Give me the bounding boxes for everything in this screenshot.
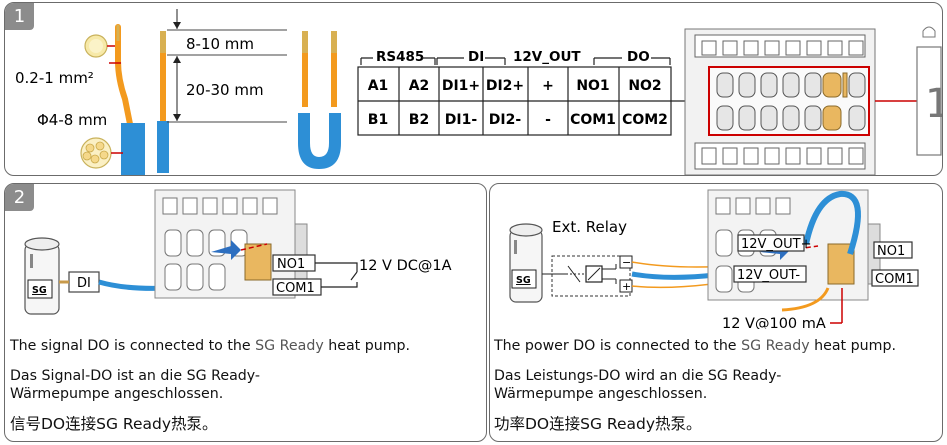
group-label-di: DI — [468, 49, 484, 65]
step-3-panel: SG Ext. Relay − + — [489, 183, 943, 442]
terminal-com1: COM1 — [570, 112, 616, 128]
terminal-no2: NO2 — [628, 78, 661, 94]
step-1-panel: 1 0.2-1 mm² Φ4-8 mm 8-10 mm 20 — [4, 2, 943, 176]
caption-en-highlight: SG Ready — [741, 338, 810, 354]
multi-core-cable-icon — [121, 123, 145, 175]
caption-en-suffix: heat pump. — [809, 338, 896, 354]
diameter-label: Φ4-8 mm — [37, 111, 107, 129]
heat-pump-icon — [24, 237, 60, 315]
com1-label: COM1 — [276, 281, 315, 296]
relay-minus-label: − — [622, 256, 631, 269]
caption-en-text: The power DO is connected to the — [494, 338, 742, 354]
caption-en-highlight: SG Ready — [255, 338, 324, 354]
step-2-panel: 2 SG DI — [4, 183, 487, 442]
single-wire-icon — [115, 24, 133, 127]
connector-side-view-icon — [916, 46, 942, 156]
terminal-di2-plus: DI2+ — [486, 78, 524, 94]
out-minus-label: 12V_OUT- — [737, 268, 800, 283]
step-2-number: 2 — [5, 184, 34, 211]
out-plus-label: 12V_OUT+ — [741, 237, 812, 252]
ext-relay-icon — [551, 255, 631, 297]
terminal-a2: A2 — [409, 78, 430, 94]
no1-terminal — [873, 241, 913, 259]
no1-label: NO1 — [277, 257, 305, 272]
caption-cn: 功率DO连接SG Ready热泵。 — [494, 415, 702, 433]
no1-label: NO1 — [877, 244, 905, 259]
terminal-connector-icon — [684, 28, 876, 175]
terminal-b2: B2 — [409, 112, 429, 128]
wiring-diagram-step-2: SG DI NO1 COM1 — [24, 189, 452, 315]
caption-de: Das Leistungs-DO wird an die SG Ready-Wä… — [494, 368, 782, 402]
heat-pump-icon — [509, 223, 543, 303]
loop-wire — [803, 190, 861, 255]
terminal-com2: COM2 — [622, 112, 668, 128]
wiring-diagram-step-1: 0.2-1 mm² Φ4-8 mm 8-10 mm 20-30 mm RS — [15, 9, 943, 175]
cross-section-label: 0.2-1 mm² — [15, 69, 94, 87]
caption-en-suffix: heat pump. — [323, 338, 411, 354]
caption-cn: 信号DO连接SG Ready热泵。 — [10, 415, 218, 433]
terminal-b1: B1 — [368, 112, 388, 128]
terminal-di1-minus: DI1- — [445, 112, 478, 128]
group-label-12v-out: 12V_OUT — [513, 49, 581, 65]
terminal-a1: A1 — [368, 78, 389, 94]
relay-label: Ext. Relay — [552, 218, 627, 236]
relay-plus-label: + — [622, 280, 631, 293]
terminal-plus: + — [542, 78, 554, 94]
caption-de: Das Signal-DO ist an die SG Ready-Wärmep… — [10, 368, 261, 402]
connector-block-icon — [154, 189, 308, 299]
caption-en: The power DO is connected to the SG Read… — [494, 337, 896, 355]
sg-label: SG — [32, 285, 47, 296]
com1-label: COM1 — [875, 272, 914, 287]
rating-label: 12 V DC@1A — [359, 258, 452, 274]
sg-label: SG — [516, 275, 531, 286]
terminal-di1-plus: DI1+ — [442, 78, 480, 94]
u-bent-wire-icon — [298, 113, 341, 169]
wiring-diagram-step-3: SG Ext. Relay − + — [509, 189, 919, 329]
rating-label: 12 V@100 mA — [722, 316, 826, 329]
terminal-minus: - — [545, 112, 551, 128]
side-view-label: 1 — [925, 81, 943, 127]
com1-terminal — [871, 269, 919, 287]
caption-en: The signal DO is connected to the SG Rea… — [10, 337, 410, 355]
out-minus-terminal — [733, 265, 807, 283]
di-label: DI — [77, 276, 91, 291]
group-label-do: DO — [627, 49, 650, 65]
strip-length-short-label: 8-10 mm — [186, 35, 254, 53]
group-label-rs485: RS485 — [376, 49, 424, 65]
out-plus-terminal — [737, 234, 805, 252]
strip-length-long-label: 20-30 mm — [186, 81, 264, 99]
caption-en-text: The signal DO is connected to the — [10, 338, 256, 354]
terminal-di2-minus: DI2- — [489, 112, 522, 128]
step-1-number: 1 — [5, 3, 34, 30]
terminal-no1: NO1 — [576, 78, 609, 94]
